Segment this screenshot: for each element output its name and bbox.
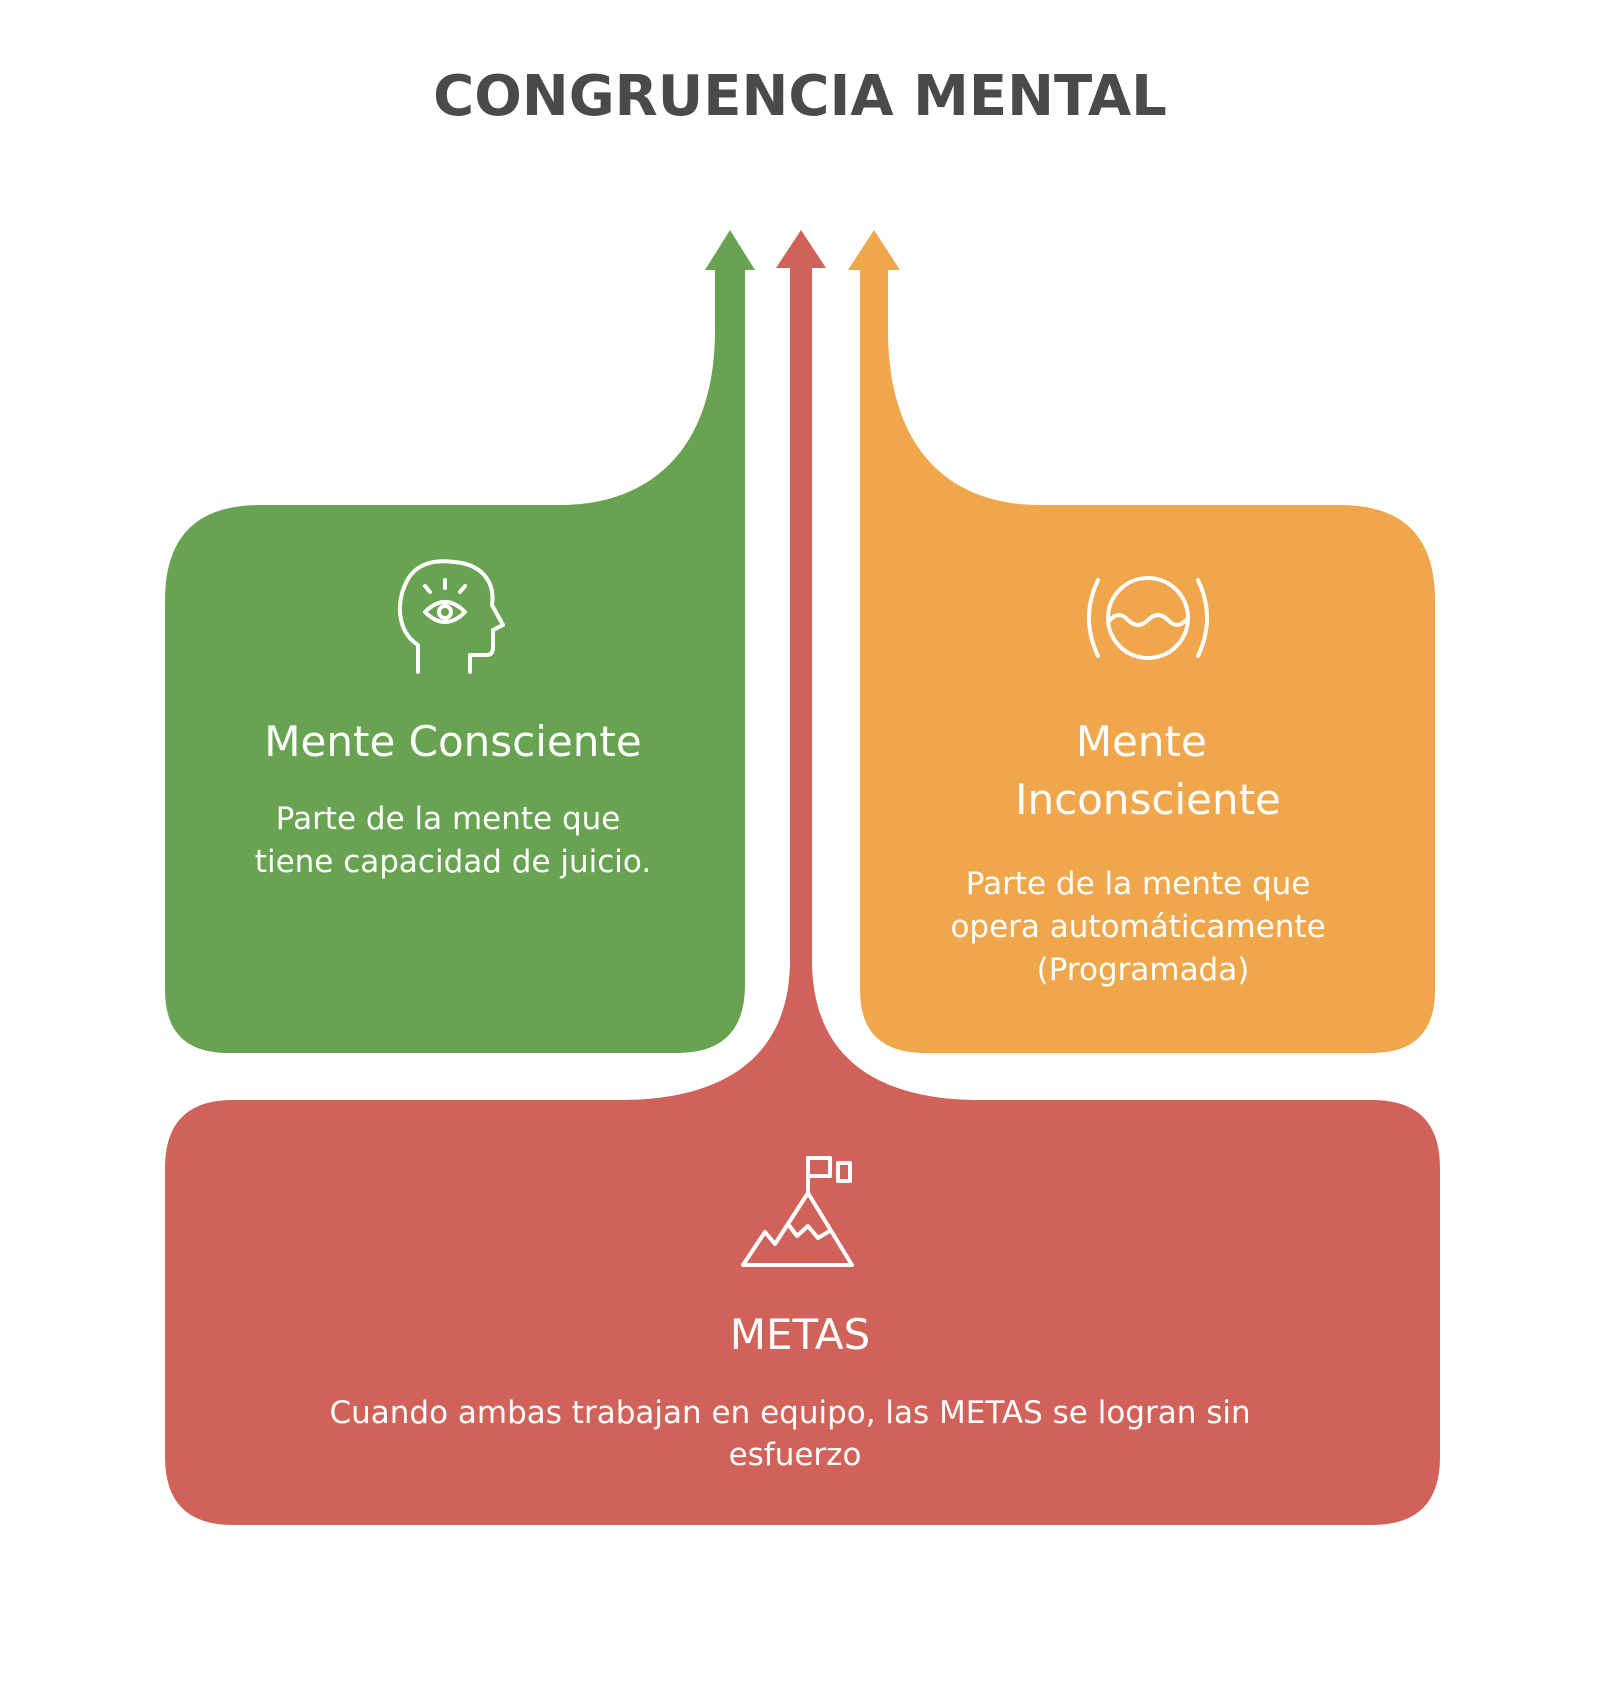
unconscious-heading-line: Mente [1076, 717, 1207, 766]
unconscious-heading: Mente Inconsciente [1015, 717, 1281, 824]
conscious-heading: Mente Consciente [264, 717, 641, 766]
conscious-description: Parte de la mente que tiene capacidad de… [255, 801, 651, 880]
goals-description-line: Cuando ambas trabajan en equipo, las MET… [330, 1395, 1251, 1431]
unconscious-description-line: opera automáticamente [950, 909, 1325, 945]
goals-description: Cuando ambas trabajan en equipo, las MET… [330, 1395, 1261, 1473]
unconscious-description: Parte de la mente que opera automáticame… [950, 866, 1335, 988]
goals-heading: METAS [730, 1310, 871, 1359]
goals-arrow-head [776, 230, 826, 268]
conscious-mind-box [165, 265, 745, 1053]
conscious-description-line: Parte de la mente que [276, 801, 621, 837]
unconscious-description-line: Parte de la mente que [966, 866, 1311, 902]
water-wave-icon [1087, 576, 1209, 660]
goals-box [165, 265, 1440, 1525]
unconscious-arrow-head [848, 230, 900, 270]
conscious-description-line: tiene capacidad de juicio. [255, 844, 651, 880]
goals-description-line: esfuerzo [729, 1437, 862, 1473]
conscious-arrow-head [705, 230, 755, 270]
diagram-title: CONGRUENCIA MENTAL [433, 64, 1167, 129]
goals-shape [165, 230, 1440, 1525]
conscious-mind-shape [165, 230, 755, 1053]
unconscious-description-line: (Programada) [1037, 952, 1250, 988]
unconscious-heading-line: Inconsciente [1015, 775, 1281, 824]
mountain-flag-icon [741, 1156, 854, 1267]
head-eye-icon [397, 559, 505, 674]
